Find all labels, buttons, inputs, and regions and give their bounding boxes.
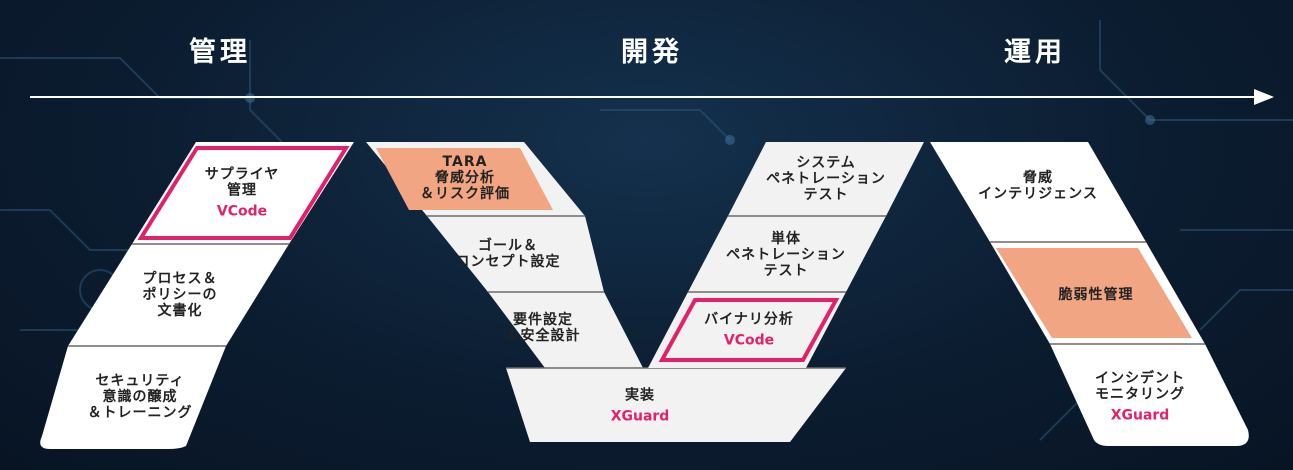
cell-label: ゴール＆ コンセプト設定: [455, 238, 561, 270]
cell-binary: バイナリ分析 VCode: [704, 312, 794, 349]
phase-development-label: 開発: [621, 37, 683, 68]
cell-binary-shape: [648, 292, 846, 368]
cell-requirements-shape: [488, 292, 643, 368]
supplier-highlight-frame: [137, 146, 350, 240]
cell-goal: ゴール＆ コンセプト設定: [456, 238, 561, 270]
product-badge-vcode: VCode: [216, 203, 268, 220]
cell-threat-intel-shape: [930, 142, 1146, 242]
cell-implementation-shape: [506, 368, 846, 442]
tara-highlight: [376, 148, 553, 210]
cell-security-shape: [40, 346, 227, 449]
cell-vuln: 脆弱性管理: [1059, 287, 1134, 303]
cell-label: プロセス＆ ポリシーの 文書化: [142, 271, 218, 319]
binary-highlight-frame: [658, 298, 840, 362]
product-badge-xguard: XGuard: [610, 408, 670, 425]
cell-label: TARA 脅威分析 ＆リスク評価: [420, 154, 510, 202]
product-badge-xguard: XGuard: [1110, 407, 1170, 424]
cell-incident: インシデント モニタリング XGuard: [1095, 371, 1185, 424]
cell-label: サプライヤ 管理: [204, 166, 280, 199]
phase-operation-label: 運用: [1004, 37, 1066, 68]
cell-process-shape: [68, 244, 289, 346]
product-badge-vcode: VCode: [723, 332, 775, 349]
cell-label: セキュリティ 意識の醸成 ＆トレーニング: [87, 373, 193, 421]
cell-process: プロセス＆ ポリシーの 文書化: [143, 271, 218, 319]
cell-threat-intel: 脅威 インテリジェンス: [978, 170, 1098, 202]
cell-label: 脆弱性管理: [1058, 287, 1134, 303]
timeline-arrow-line: [30, 96, 1256, 98]
cell-label: インシデント モニタリング: [1095, 370, 1185, 403]
phase-management-label: 管理: [189, 37, 251, 68]
cell-label: 脅威 インテリジェンス: [978, 170, 1098, 202]
cell-system-pentest: システム ペネトレーション テスト: [766, 155, 886, 203]
cell-label: 単体 ペネトレーション テスト: [726, 231, 846, 279]
vuln-highlight: [996, 248, 1192, 338]
cell-label: バイナリ分析: [704, 311, 794, 328]
cell-incident-shape: [1050, 344, 1249, 446]
timeline-arrow-head: [1254, 89, 1274, 105]
cell-requirements: 要件設定 ＆安全設計: [506, 312, 581, 344]
cell-system-pentest-shape: [728, 142, 924, 216]
cell-label: 要件設定 ＆安全設計: [505, 312, 581, 344]
cell-label: 実装: [625, 387, 655, 404]
cell-security: セキュリティ 意識の醸成 ＆トレーニング: [88, 373, 193, 421]
cell-label: システム ペネトレーション テスト: [766, 155, 886, 203]
cell-unit-pentest: 単体 ペネトレーション テスト: [726, 231, 846, 279]
cell-supplier: サプライヤ 管理 VCode: [205, 167, 280, 220]
cell-implementation: 実装 XGuard: [611, 388, 670, 425]
cell-supplier-shape: [132, 142, 354, 244]
cell-unit-pentest-shape: [688, 216, 886, 292]
cell-goal-shape: [427, 216, 604, 292]
cell-tara: TARA 脅威分析 ＆リスク評価: [420, 154, 510, 202]
